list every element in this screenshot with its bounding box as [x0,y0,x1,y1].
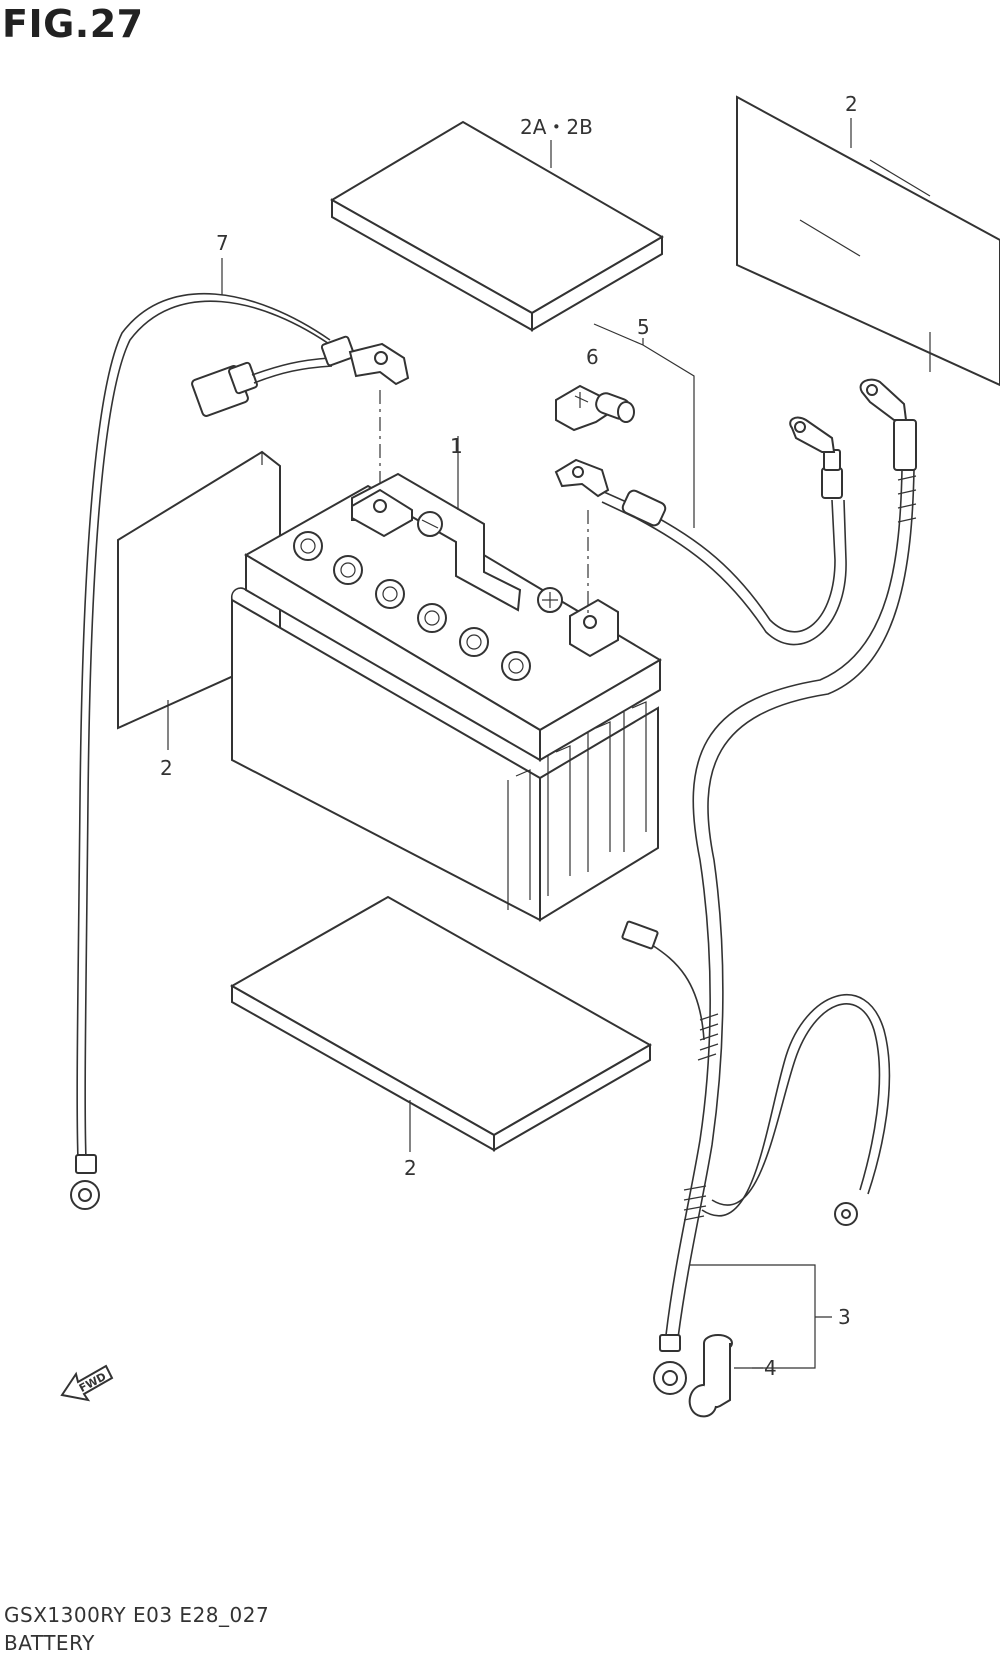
pad-bottom [229,895,653,1152]
callout-pad-top: 2A・2B [520,115,593,139]
callout-pad-left: 2 [160,756,173,780]
callout-harness-left: 7 [216,231,229,255]
callout-terminal-cover: 6 [586,345,599,369]
callout-pad-right-top: 2 [845,92,858,116]
callout-cable-set: 3 [838,1305,851,1329]
pad-top [330,120,664,332]
harness-left [70,258,410,1210]
callout-bracket-3-4 [690,1264,832,1369]
callout-boot-cap: 4 [764,1356,777,1380]
callout-battery: 1 [450,434,463,458]
positive-cable [554,416,847,646]
boot-cap [688,1334,733,1418]
pad-right-top [736,95,1000,387]
terminal-cover [555,384,635,432]
fwd-arrow-icon: FWD [60,1364,114,1402]
model-code: GSX1300RY E03 E28_027 [4,1603,270,1627]
negative-cable [621,378,917,1395]
figure-title: FIG.27 [2,2,144,46]
callout-cable-group: 5 [637,315,650,339]
cable-group-bracket [593,323,695,528]
section-name: BATTERY [4,1631,95,1655]
battery [230,436,662,922]
callout-pad-bottom: 2 [404,1156,417,1180]
